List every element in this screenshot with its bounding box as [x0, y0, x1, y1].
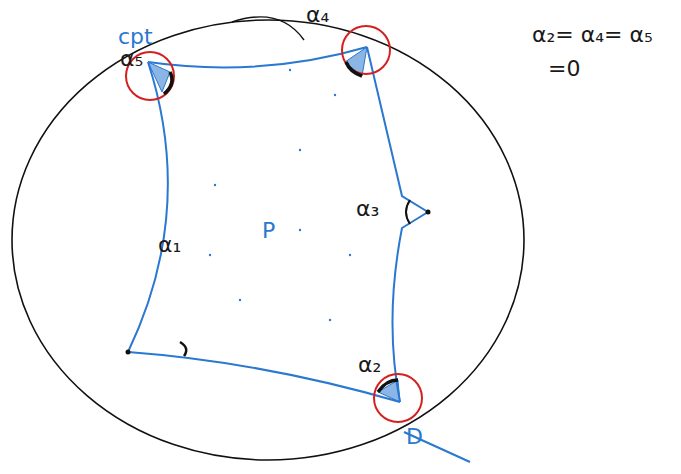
polygon-label: P [262, 220, 275, 242]
polygon-edges [128, 47, 428, 402]
vertex-dot [426, 210, 431, 215]
polygon-edge [128, 62, 168, 352]
angle-arc [346, 62, 362, 76]
cusp-wedge [148, 62, 170, 92]
angle-label: α₃ [356, 198, 379, 220]
cusp-wedge [345, 47, 367, 76]
boundary-circle [12, 20, 524, 460]
angle-arc [378, 380, 398, 392]
angle-arcs [164, 62, 410, 392]
vertex-dot [126, 350, 131, 355]
stray-arc [232, 17, 304, 40]
interior-dots [209, 69, 351, 321]
polygon-edge [128, 352, 400, 402]
equation-label: α₂= α₄= α₅ [532, 24, 653, 46]
equation-label: =0 [548, 58, 580, 80]
annotation: cpt [118, 26, 153, 48]
polygon-edge [148, 47, 367, 67]
cusp-wedge [378, 380, 400, 402]
angle-arc [180, 342, 186, 356]
pointer-label: D [406, 426, 423, 448]
cusp-shading [148, 47, 400, 402]
angle-label: α₁ [158, 234, 181, 256]
angle-arc [164, 72, 172, 94]
angle-arc [406, 200, 410, 224]
horocycles [126, 26, 422, 422]
angle-label: α₂ [358, 354, 381, 376]
angle-label: α₅ [120, 48, 143, 70]
horocycle [374, 374, 422, 422]
angle-label: α₄ [306, 4, 329, 26]
